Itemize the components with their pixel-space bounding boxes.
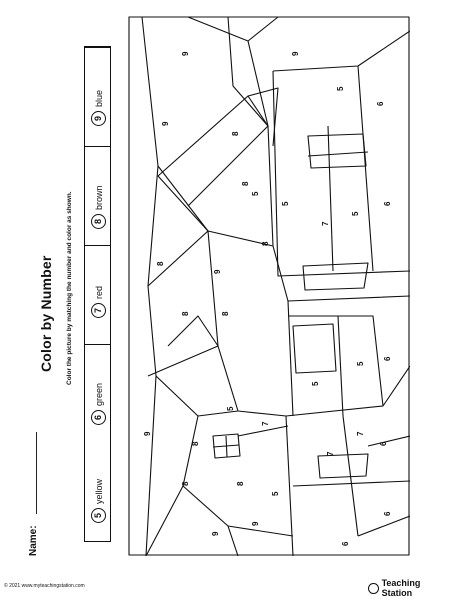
color-name: yellow bbox=[93, 478, 104, 504]
color-name: brown bbox=[93, 185, 104, 210]
region-number-label: 8 bbox=[181, 311, 190, 316]
region-number-label: 7 bbox=[261, 421, 270, 426]
region-number-label: 6 bbox=[383, 201, 392, 206]
outline-lines bbox=[128, 16, 410, 556]
region-number-label: 7 bbox=[326, 451, 335, 456]
color-name: red bbox=[93, 285, 104, 299]
region-number-label: 5 bbox=[311, 381, 320, 386]
number-circle: 5 bbox=[91, 508, 106, 523]
key-item-9: 9 blue bbox=[85, 47, 110, 147]
region-number-label: 8 bbox=[181, 481, 190, 486]
region-number-label: 8 bbox=[156, 261, 165, 266]
region-number-label: 6 bbox=[341, 541, 350, 546]
brand-logo: Teaching Station bbox=[368, 578, 450, 598]
color-name: green bbox=[93, 382, 104, 406]
key-item-6: 6 green bbox=[85, 344, 110, 444]
key-item-8: 8 brown bbox=[85, 146, 110, 246]
region-number-label: 9 bbox=[291, 51, 300, 56]
number-circle: 7 bbox=[91, 303, 106, 318]
key-item-7: 7 red bbox=[85, 245, 110, 345]
region-number-label: 7 bbox=[321, 221, 330, 226]
number-circle: 8 bbox=[91, 214, 106, 229]
number-circle: 6 bbox=[91, 410, 106, 425]
region-number-label: 5 bbox=[351, 211, 360, 216]
region-number-label: 9 bbox=[251, 521, 260, 526]
coloring-picture[interactable]: 9 8 9 8 8 5 5 9 5 6 6 7 5 5 5 6 7 7 6 6 … bbox=[128, 16, 410, 556]
region-number-label: 7 bbox=[356, 431, 365, 436]
region-number-label: 9 bbox=[211, 531, 220, 536]
color-name: blue bbox=[93, 89, 104, 107]
name-label: Name: bbox=[28, 525, 39, 556]
region-number-label: 9 bbox=[161, 121, 170, 126]
instructions: Color the picture by matching the number… bbox=[66, 191, 73, 385]
region-number-label: 6 bbox=[383, 511, 392, 516]
region-number-label: 5 bbox=[226, 406, 235, 411]
region-number-label: 5 bbox=[281, 201, 290, 206]
region-numbers: 9 8 9 8 8 5 5 9 5 6 6 7 5 5 5 6 7 7 6 6 … bbox=[143, 51, 392, 546]
region-number-label: 8 bbox=[261, 241, 270, 246]
picture-frame bbox=[128, 16, 410, 556]
region-number-label: 9 bbox=[213, 269, 222, 274]
region-number-label: 9 bbox=[181, 51, 190, 56]
region-number-label: 8 bbox=[231, 131, 240, 136]
region-number-label: 9 bbox=[143, 431, 152, 436]
region-number-label: 5 bbox=[251, 191, 260, 196]
page-title: Color by Number bbox=[38, 255, 54, 372]
key-item-5: 5 yellow bbox=[85, 443, 110, 542]
region-number-label: 8 bbox=[191, 441, 200, 446]
region-number-label: 8 bbox=[241, 181, 250, 186]
region-number-label: 8 bbox=[221, 311, 230, 316]
color-key: 5 yellow 6 green 7 red 8 brown 9 blue bbox=[84, 46, 111, 542]
teaching-station-logo-icon bbox=[368, 582, 379, 594]
region-number-label: 5 bbox=[271, 491, 280, 496]
region-number-label: 6 bbox=[383, 356, 392, 361]
copyright-text: © 2021 www.myteachingstation.com bbox=[4, 583, 85, 589]
region-number-label: 5 bbox=[336, 86, 345, 91]
name-line[interactable] bbox=[36, 432, 37, 514]
region-number-label: 6 bbox=[379, 441, 388, 446]
region-number-label: 5 bbox=[356, 361, 365, 366]
region-number-label: 8 bbox=[236, 481, 245, 486]
number-circle: 9 bbox=[91, 111, 106, 126]
region-number-label: 6 bbox=[376, 101, 385, 106]
brand-name: Teaching Station bbox=[381, 578, 421, 598]
